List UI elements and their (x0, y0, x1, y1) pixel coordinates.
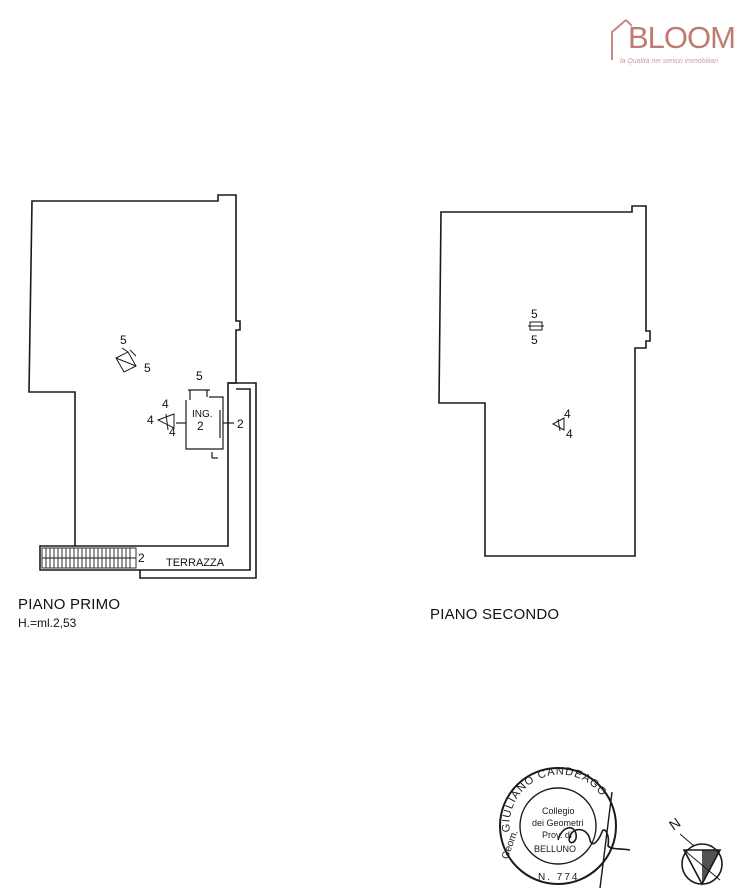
terrace-edge (39, 545, 140, 571)
first-floor-plan (28, 194, 257, 579)
second-floor-marker-5 (528, 321, 544, 331)
north-compass-icon: N (666, 814, 723, 886)
north-label: N (666, 814, 683, 833)
surveyor-stamp: GIULIANO CANDEAGO Geom. Collegio dei Geo… (499, 766, 631, 889)
first-floor-walls (28, 194, 241, 547)
marker-upper-right: 5 (144, 361, 151, 375)
first-floor-height: H.=ml.2,53 (18, 616, 77, 630)
staircase (41, 547, 137, 569)
second-floor-walls (438, 205, 651, 557)
brand-logo: BLOOM la Qualità nei servizi immobiliari (610, 14, 748, 70)
entrance-box (176, 389, 234, 459)
marker-upper-top: 5 (120, 333, 127, 347)
stamp-inner-2: dei Geometri (532, 818, 584, 828)
section-marker-upper (115, 347, 137, 373)
section-marker-4 (156, 413, 175, 431)
stamp-inner-4: BELLUNO (534, 844, 576, 854)
stamp-inner-3: Prov. di (542, 830, 572, 840)
brand-tagline: la Qualità nei servizi immobiliari (620, 58, 719, 65)
marker-4-left: 4 (147, 413, 154, 427)
entrance-label: ING. (192, 409, 213, 420)
marker-4-top: 4 (162, 397, 169, 411)
marker-4-bottom: 4 (169, 425, 176, 439)
signature-scribble (557, 827, 631, 851)
second-marker-4-bottom: 4 (566, 427, 573, 441)
first-floor-title: PIANO PRIMO (18, 596, 121, 613)
terrace-stair-marker: 2 (138, 551, 145, 565)
entrance-marker-top: 5 (196, 369, 203, 383)
second-marker-4-top: 4 (564, 407, 571, 421)
house-roof-icon (611, 19, 632, 60)
stamp-inner-1: Collegio (542, 806, 575, 816)
second-marker-5-top: 5 (531, 307, 538, 321)
second-floor-marker-4 (551, 417, 565, 432)
terrace-outline (139, 382, 257, 579)
entrance-marker-center: 2 (197, 419, 204, 433)
second-marker-5-bottom: 5 (531, 333, 538, 347)
stamp-number: N. 774 (538, 872, 579, 883)
second-floor-plan (438, 205, 651, 557)
brand-name: BLOOM (628, 20, 736, 55)
second-floor-title: PIANO SECONDO (430, 606, 560, 623)
terrace-label: TERRAZZA (166, 557, 225, 569)
entrance-marker-right: 2 (237, 417, 244, 431)
